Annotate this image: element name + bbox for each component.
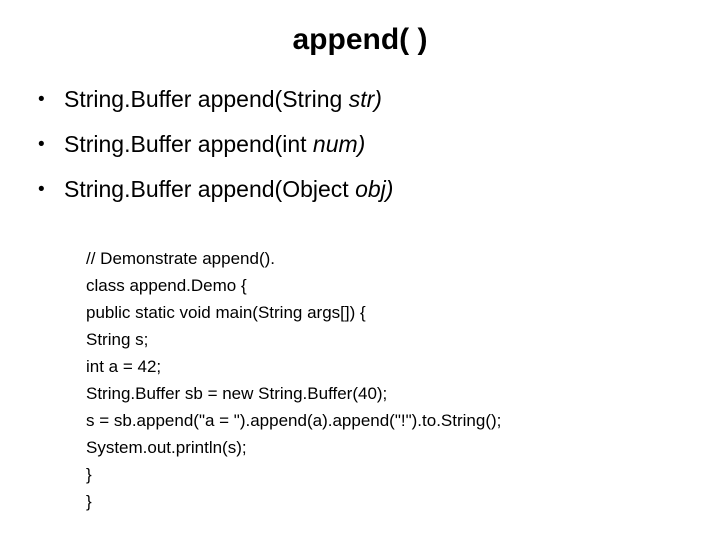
bullet-text: String.Buffer append(String [64,86,349,112]
list-item: String.Buffer append(int num) [30,129,690,160]
code-line: // Demonstrate append(). [86,249,275,268]
bullet-list: String.Buffer append(String str) String.… [30,84,690,219]
list-item: String.Buffer append(Object obj) [30,174,690,205]
code-block: // Demonstrate append(). class append.De… [86,245,686,515]
code-line: String s; [86,330,149,349]
code-line: } [86,465,92,484]
bullet-parameter: obj) [355,176,394,202]
list-item: String.Buffer append(String str) [30,84,690,115]
code-line: System.out.println(s); [86,438,247,457]
code-line: } [86,492,92,511]
code-line: String.Buffer sb = new String.Buffer(40)… [86,384,388,403]
code-line: public static void main(String args[]) { [86,303,366,322]
page-title: append( ) [292,23,428,56]
bullet-text: String.Buffer append(int [64,131,313,157]
bullet-parameter: num) [312,131,366,157]
code-line: class append.Demo { [86,276,247,295]
code-line: s = sb.append("a = ").append(a).append("… [86,411,502,430]
bullet-parameter: str) [348,86,382,112]
bullet-text: String.Buffer append(Object [64,176,356,202]
code-line: int a = 42; [86,357,162,376]
